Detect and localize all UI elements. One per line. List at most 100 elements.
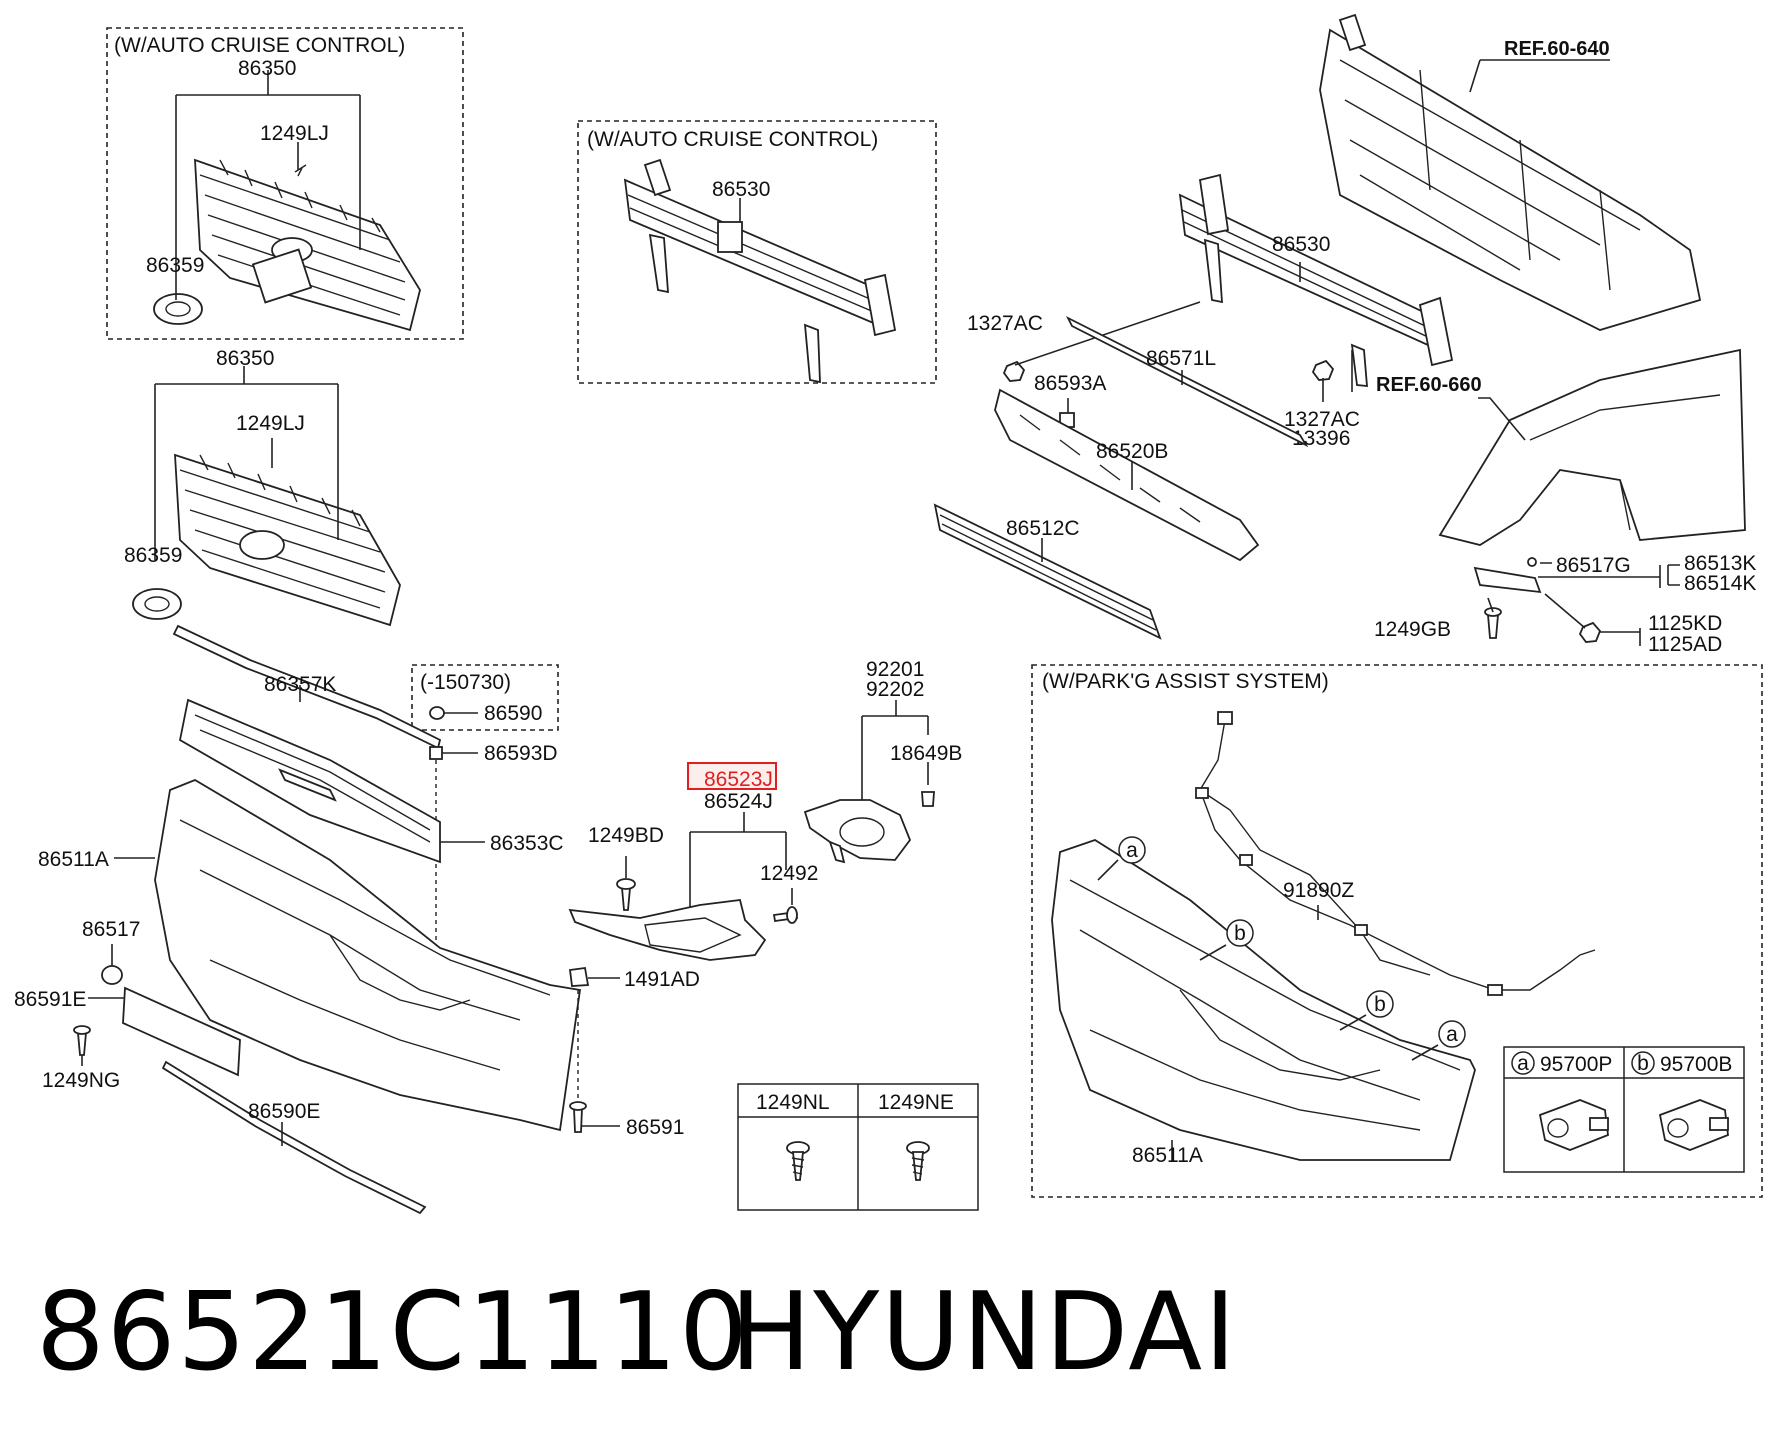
nut-1327AC-b <box>1311 359 1335 381</box>
callout-b-1-text: b <box>1234 922 1246 945</box>
clip-86590 <box>429 706 445 720</box>
emblem-upper <box>153 293 203 325</box>
fog-lamp-92201 <box>803 799 912 864</box>
beam-auto-cruise-drawing <box>623 158 897 384</box>
fender-drawing <box>1438 348 1746 546</box>
sensor-a-letter: a <box>1517 1052 1529 1075</box>
label-86591E: 86591E <box>14 988 86 1011</box>
wiring-91890Z <box>1195 711 1596 996</box>
sensor-95700P-icon <box>1538 1099 1609 1151</box>
label-86517: 86517 <box>82 918 140 941</box>
label-86357K: 86357K <box>264 673 336 696</box>
label-86513K: 86513K <box>1684 552 1756 575</box>
label-86350-a: 86350 <box>238 57 296 80</box>
leader-1249GB <box>1487 597 1494 613</box>
highlight-86523J <box>687 762 777 790</box>
label-92202: 92202 <box>866 678 924 701</box>
callout-a-2 <box>1438 1020 1466 1048</box>
nut-1327AC-a <box>1002 360 1026 382</box>
fastener-1249NL-label: 1249NL <box>756 1091 830 1114</box>
callout-a-2-text: a <box>1446 1023 1458 1046</box>
label-86511A-a: 86511A <box>38 848 109 871</box>
label-1327AC-a: 1327AC <box>967 312 1043 335</box>
label-1249NG: 1249NG <box>42 1069 120 1092</box>
label-1249LJ-b: 1249LJ <box>236 412 305 435</box>
sensor-95700B-icon <box>1658 1099 1729 1151</box>
radiator-support-drawing <box>1319 13 1702 331</box>
label-86591: 86591 <box>626 1116 684 1139</box>
callout-b-2 <box>1366 990 1394 1018</box>
screw-86591 <box>573 1107 583 1133</box>
auto-cruise-beam-box <box>577 120 937 384</box>
leader-callout-a1 <box>1097 859 1119 881</box>
park-assist-box-title: (W/PARK'G ASSIST SYSTEM) <box>1042 670 1329 693</box>
callout-a-1-text: a <box>1126 839 1138 862</box>
leader-1327AC-a <box>1014 301 1201 366</box>
label-1249LJ-a: 1249LJ <box>260 122 329 145</box>
plate-86591E <box>122 986 241 1077</box>
callout-b-1 <box>1226 919 1254 947</box>
label-86571L: 86571L <box>1146 347 1216 370</box>
label-86350-b: 86350 <box>216 347 274 370</box>
label-86590E: 86590E <box>248 1100 320 1123</box>
screw-1249NE-icon <box>906 1141 930 1181</box>
leader-callout-a2 <box>1411 1044 1439 1061</box>
leader-1327AC-b <box>1322 350 1353 402</box>
clip-86593D <box>429 746 443 760</box>
fastener-table: 1249NL 1249NE <box>737 1083 979 1211</box>
bulb-18649B <box>921 791 935 807</box>
label-86530-a: 86530 <box>712 178 770 201</box>
label-86359-b: 86359 <box>124 544 182 567</box>
ref-60-660: REF.60-660 <box>1376 374 1482 396</box>
fog-lamp-housing-86524J <box>568 899 767 961</box>
label-1125AD: 1125AD <box>1648 633 1722 656</box>
part-number-title: 86521C1110 <box>36 1270 750 1395</box>
leader-86514K <box>1667 564 1680 586</box>
screw-1249BD <box>621 887 631 911</box>
label-86517G: 86517G <box>1556 554 1631 577</box>
sensor-a-code: 95700P <box>1540 1053 1612 1076</box>
label-86593A: 86593A <box>1034 372 1106 395</box>
leader-ref-640 <box>1469 59 1610 93</box>
label-18649B: 18649B <box>890 742 962 765</box>
leader-86524J <box>689 812 787 915</box>
sensor-b-code: 95700B <box>1660 1053 1732 1076</box>
fastener-1249NE-label: 1249NE <box>878 1091 954 1114</box>
strip-86590E <box>161 1060 427 1215</box>
leader-86350-b <box>154 366 339 560</box>
clip-1491AD <box>568 966 590 987</box>
label-86524J: 86524J <box>704 790 773 813</box>
beam-main-drawing <box>1178 173 1454 388</box>
label-86353C: 86353C <box>490 832 564 855</box>
label-13396: 13396 <box>1292 427 1350 450</box>
emblem-main <box>132 588 182 620</box>
screw-1249GB <box>1487 614 1499 639</box>
date-limit-box <box>411 664 559 731</box>
strip-86571L <box>1065 315 1309 448</box>
label-92201: 92201 <box>866 658 924 681</box>
grille-main-drawing <box>132 453 401 627</box>
label-86530-b: 86530 <box>1272 233 1330 256</box>
leader-callout-b1 <box>1199 944 1227 961</box>
label-1249BD: 1249BD <box>588 824 664 847</box>
label-86514K: 86514K <box>1684 572 1756 595</box>
ref-60-640: REF.60-640 <box>1504 38 1610 60</box>
brand-title: HYUNDAI <box>730 1270 1239 1395</box>
label-91890Z: 91890Z <box>1283 879 1354 902</box>
screw-1249NG <box>77 1032 87 1056</box>
grille-upper-drawing <box>153 158 421 332</box>
label-86511A-b: 86511A <box>1132 1144 1203 1167</box>
leader-86513K <box>1538 562 1661 588</box>
label-86593D: 86593D <box>484 742 558 765</box>
label-1327AC-b: 1327AC <box>1284 408 1360 431</box>
carrier-86353C <box>178 698 441 864</box>
label-1249GB: 1249GB <box>1374 618 1451 641</box>
label-86520B: 86520B <box>1096 440 1168 463</box>
label-86359-a: 86359 <box>146 254 204 277</box>
absorber-86520B <box>994 388 1260 562</box>
bracket-86513K <box>1473 566 1542 594</box>
leader-1125KD <box>1544 593 1641 646</box>
leader-callout-b2 <box>1339 1014 1367 1031</box>
bumper-86511A-left <box>154 778 582 1132</box>
